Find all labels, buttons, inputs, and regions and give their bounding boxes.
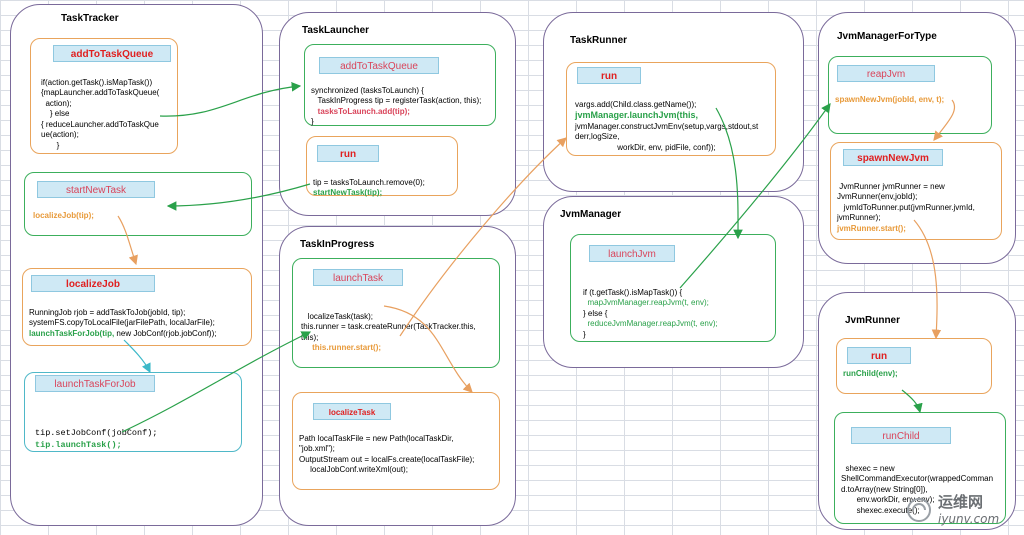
cluster-title: JvmRunner (845, 315, 901, 326)
box-tip-localizetask: localizeTask Path localTaskFile = new Pa… (292, 392, 500, 490)
watermark-cn: 运维网 (938, 493, 984, 511)
cluster-title: TaskRunner (570, 35, 628, 46)
cluster-title: JvmManager (560, 209, 622, 220)
code-block: if (t.getTask().isMapTask()) { mapJvmMan… (583, 287, 718, 339)
cluster-title: TaskLauncher (302, 25, 370, 36)
code-block: runChild(env); (843, 369, 898, 378)
box-tip-launchtask: launchTask localizeTask(task); this.runn… (292, 258, 500, 368)
code-block: synchronized (tasksToLaunch) { TaskInPro… (311, 85, 482, 127)
method-label: addToTaskQueue (319, 57, 439, 74)
code-block: if(action.getTask().isMapTask()) {mapLau… (41, 77, 160, 150)
box-tt-localizejob: localizeJob RunningJob rjob = addTaskToJ… (22, 268, 252, 346)
method-label: startNewTask (37, 181, 155, 198)
method-label: spawnNewJvm (843, 149, 943, 166)
code-block: JvmRunner jvmRunner = new JvmRunner(env,… (837, 181, 975, 233)
box-jmt-spawnnewjvm: spawnNewJvm JvmRunner jvmRunner = new Jv… (830, 142, 1002, 240)
method-label: run (577, 67, 641, 84)
watermark: 运维网 iyunv.com (906, 491, 1016, 533)
code-block: localizeTask(task); this.runner = task.c… (301, 311, 476, 353)
box-tt-launchtaskforjob: launchTaskForJob tip.setJobConf(jobConf)… (24, 372, 242, 452)
code-block: vargs.add(Child.class.getName()); jvmMan… (575, 99, 759, 152)
box-jm-launchjvm: launchJvm if (t.getTask().isMapTask()) {… (570, 234, 776, 342)
code-block: tip = tasksToLaunch.remove(0); startNewT… (313, 177, 425, 198)
code-block: Path localTaskFile = new Path(localTaskD… (299, 433, 475, 475)
box-jr-run: run runChild(env); (836, 338, 992, 394)
box-tt-addtotaskqueue: addToTaskQueue if(action.getTask().isMap… (30, 38, 178, 154)
code-block: localizeJob(tip); (33, 211, 94, 220)
method-label: localizeTask (313, 403, 391, 420)
code-block: RunningJob rjob = addTaskToJob(jobId, ti… (29, 307, 217, 338)
box-jmt-reapjvm: reapJvm spawnNewJvm(jobId, env, t); (828, 56, 992, 134)
method-label: localizeJob (31, 275, 155, 292)
watermark-url: iyunv.com (938, 512, 1000, 526)
method-label: launchJvm (589, 245, 675, 262)
method-label: launchTaskForJob (35, 375, 155, 392)
method-label: runChild (851, 427, 951, 444)
method-label: addToTaskQueue (53, 45, 171, 62)
box-jr-runchild: runChild shexec = new ShellCommandExecut… (834, 412, 1006, 524)
method-label: run (317, 145, 379, 162)
method-label: reapJvm (837, 65, 935, 82)
box-tt-startnewtask: startNewTask localizeJob(tip); (24, 172, 252, 236)
watermark-logo-icon (907, 498, 931, 522)
code-block: tip.setJobConf(jobConf); tip.launchTask(… (35, 428, 158, 450)
box-tl-addtotaskqueue: addToTaskQueue synchronized (tasksToLaun… (304, 44, 496, 126)
cluster-title: TaskTracker (61, 13, 119, 24)
method-label: launchTask (313, 269, 403, 286)
box-tl-run: run tip = tasksToLaunch.remove(0); start… (306, 136, 458, 198)
cluster-title: TaskInProgress (300, 239, 375, 250)
cluster-title: JvmManagerForType (837, 31, 937, 42)
code-block: spawnNewJvm(jobId, env, t); (835, 95, 945, 104)
box-tr-run: run vargs.add(Child.class.getName()); jv… (566, 62, 776, 156)
method-label: run (847, 347, 911, 364)
